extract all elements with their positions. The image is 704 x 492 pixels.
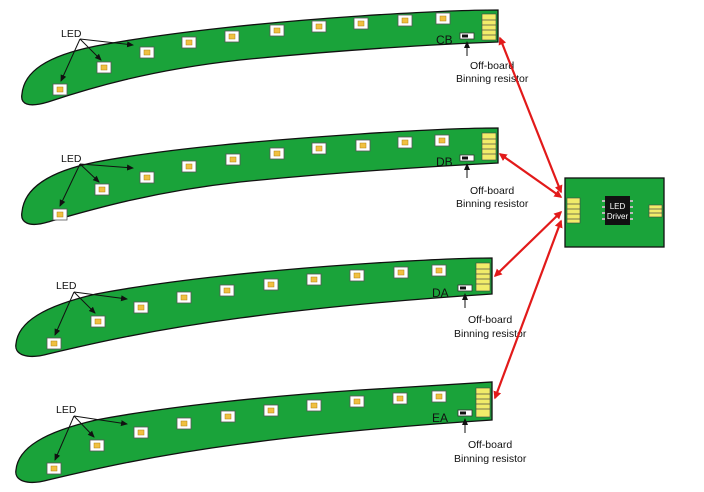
led: [269, 24, 285, 37]
strip-cb-led-callout: [60, 38, 134, 82]
led: [89, 439, 105, 452]
strip-ea-resistor-label-1: Off-board: [468, 439, 512, 451]
led: [392, 392, 408, 405]
led: [46, 462, 62, 475]
led: [269, 147, 285, 160]
led: [306, 273, 322, 286]
strip-db: DB LED Off-board Binning resistor: [21, 127, 529, 226]
strip-cb-connector: [481, 13, 497, 41]
led: [181, 36, 197, 49]
strip-db-connector: [481, 132, 497, 161]
strip-ea: EA LED Off-board Binning resistor: [15, 381, 527, 484]
strip-cb-board: [21, 9, 499, 106]
led: [263, 278, 279, 291]
led: [263, 404, 279, 417]
connection-arrows: [493, 36, 563, 400]
led: [52, 83, 68, 96]
driver-input-connector: [566, 197, 581, 224]
driver-ic: LED Driver: [602, 196, 633, 225]
strip-cb-label: CB: [436, 33, 453, 47]
led: [434, 134, 450, 147]
strip-da-label: DA: [432, 286, 449, 300]
strip-cb-resistor: [459, 32, 475, 40]
strip-db-resistor: [459, 154, 475, 162]
led: [311, 142, 327, 155]
led: [431, 390, 447, 403]
strip-db-leds: [52, 134, 450, 221]
led: [349, 269, 365, 282]
led: [90, 315, 106, 328]
strip-cb-leds: [52, 12, 451, 96]
led: [355, 139, 371, 152]
led: [219, 284, 235, 297]
strip-cb-resistor-label-1: Off-board: [470, 60, 514, 72]
led: [139, 46, 155, 59]
led: [96, 61, 112, 74]
strip-da-led-label: LED: [56, 280, 77, 292]
led: [139, 171, 155, 184]
strip-db-resistor-label-1: Off-board: [470, 185, 514, 197]
led: [225, 153, 241, 166]
led: [133, 301, 149, 314]
led-driver-board: LED Driver: [564, 177, 665, 248]
led: [133, 426, 149, 439]
led: [435, 12, 451, 25]
driver-label-line-2: Driver: [607, 212, 629, 221]
led: [397, 14, 413, 27]
led: [94, 183, 110, 196]
strip-db-resistor-label-2: Binning resistor: [456, 198, 529, 210]
driver-output-connector: [648, 204, 663, 218]
led: [397, 136, 413, 149]
led: [311, 20, 327, 33]
strip-da-board: [15, 257, 493, 358]
strip-ea-led-label: LED: [56, 404, 77, 416]
led: [353, 17, 369, 30]
strip-da: DA LED Off-board Binning resistor: [15, 257, 527, 358]
strip-ea-leds: [46, 390, 447, 475]
strip-da-resistor-label-2: Binning resistor: [454, 328, 527, 340]
led: [220, 410, 236, 423]
strip-da-resistor: [457, 284, 473, 292]
led: [46, 337, 62, 350]
led: [306, 399, 322, 412]
led: [431, 264, 447, 277]
arrow-cb-to-driver: [498, 36, 563, 194]
strip-da-led-callout: [54, 291, 128, 336]
strip-ea-connector: [475, 387, 491, 418]
strip-db-label: DB: [436, 155, 453, 169]
strip-ea-resistor-label-2: Binning resistor: [454, 453, 527, 465]
arrow-db-to-driver: [498, 153, 563, 198]
arrow-da-to-driver: [493, 210, 563, 278]
strip-ea-label: EA: [432, 411, 448, 425]
led: [52, 208, 68, 221]
driver-label-line-1: LED: [610, 202, 626, 211]
strip-db-led-callout: [59, 163, 134, 207]
arrow-ea-to-driver: [493, 219, 563, 400]
strip-da-leds: [46, 264, 447, 350]
strip-cb: CB LED Off-board Binning resistor: [21, 9, 529, 106]
strip-db-led-label: LED: [61, 153, 82, 165]
strip-da-connector: [475, 262, 491, 292]
led: [176, 417, 192, 430]
led: [393, 266, 409, 279]
led: [349, 395, 365, 408]
strip-ea-board: [15, 381, 493, 484]
strip-ea-resistor: [457, 409, 473, 417]
led: [176, 291, 192, 304]
led: [224, 30, 240, 43]
strip-ea-led-callout: [54, 415, 128, 461]
strip-db-board: [21, 127, 499, 226]
led: [181, 160, 197, 173]
strip-da-resistor-label-1: Off-board: [468, 314, 512, 326]
strip-cb-led-label: LED: [61, 28, 82, 40]
